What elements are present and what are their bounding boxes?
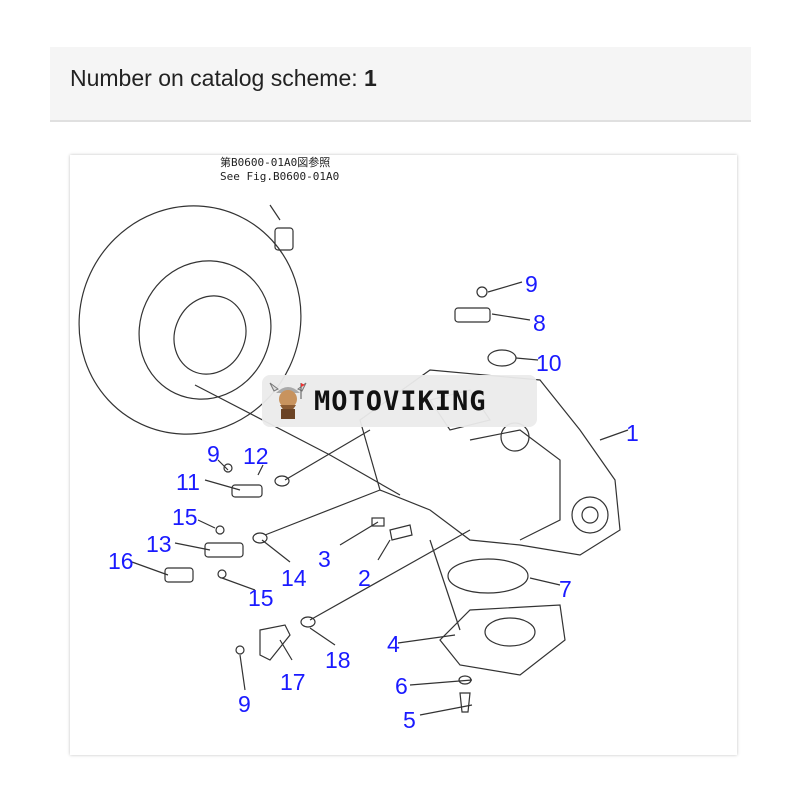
callout-18[interactable]: 18 xyxy=(325,647,351,673)
parts-diagram-card: 第B0600-01A0図参照 See Fig.B0600-01A0 9 8 10… xyxy=(70,155,737,755)
callout-16[interactable]: 16 xyxy=(108,548,134,574)
callout-12[interactable]: 12 xyxy=(243,443,269,469)
cover xyxy=(439,604,566,676)
header-label: Number on catalog scheme: xyxy=(70,65,358,91)
callout-15[interactable]: 15 xyxy=(172,504,198,530)
o-ring xyxy=(447,558,529,594)
watermark-logo: MOTOVIKING xyxy=(262,375,537,427)
parts-diagram: 第B0600-01A0図参照 See Fig.B0600-01A0 9 8 10… xyxy=(78,155,639,733)
callout-13[interactable]: 13 xyxy=(146,531,172,557)
viking-mascot-icon xyxy=(269,382,307,419)
figure-reference-jp: 第B0600-01A0図参照 xyxy=(220,155,330,169)
callout-6[interactable]: 6 xyxy=(395,673,408,699)
callout-14[interactable]: 14 xyxy=(281,565,307,591)
callout-10[interactable]: 10 xyxy=(536,350,562,376)
callout-17[interactable]: 17 xyxy=(280,669,306,695)
callout-9[interactable]: 9 xyxy=(238,691,251,717)
callout-4[interactable]: 4 xyxy=(387,631,400,657)
catalog-scheme-number: Number on catalog scheme: 1 xyxy=(70,65,377,92)
callout-15[interactable]: 15 xyxy=(248,585,274,611)
callout-1[interactable]: 1 xyxy=(626,420,639,446)
callout-5[interactable]: 5 xyxy=(403,707,416,733)
header-value: 1 xyxy=(364,65,377,91)
callout-9[interactable]: 9 xyxy=(525,271,538,297)
callout-11[interactable]: 11 xyxy=(176,469,200,495)
figure-reference-en: See Fig.B0600-01A0 xyxy=(220,170,339,183)
callout-3[interactable]: 3 xyxy=(318,546,331,572)
callout-8[interactable]: 8 xyxy=(533,310,546,336)
callout-labels: 9 8 10 1 9 12 11 15 13 16 3 14 2 7 15 4 … xyxy=(108,271,639,733)
callout-9[interactable]: 9 xyxy=(207,441,220,467)
catalog-scheme-header: Number on catalog scheme: 1 xyxy=(50,47,751,122)
callout-2[interactable]: 2 xyxy=(358,565,371,591)
flywheel-outline xyxy=(78,205,302,435)
callout-7[interactable]: 7 xyxy=(559,576,572,602)
watermark-text: MOTOVIKING xyxy=(314,385,487,417)
